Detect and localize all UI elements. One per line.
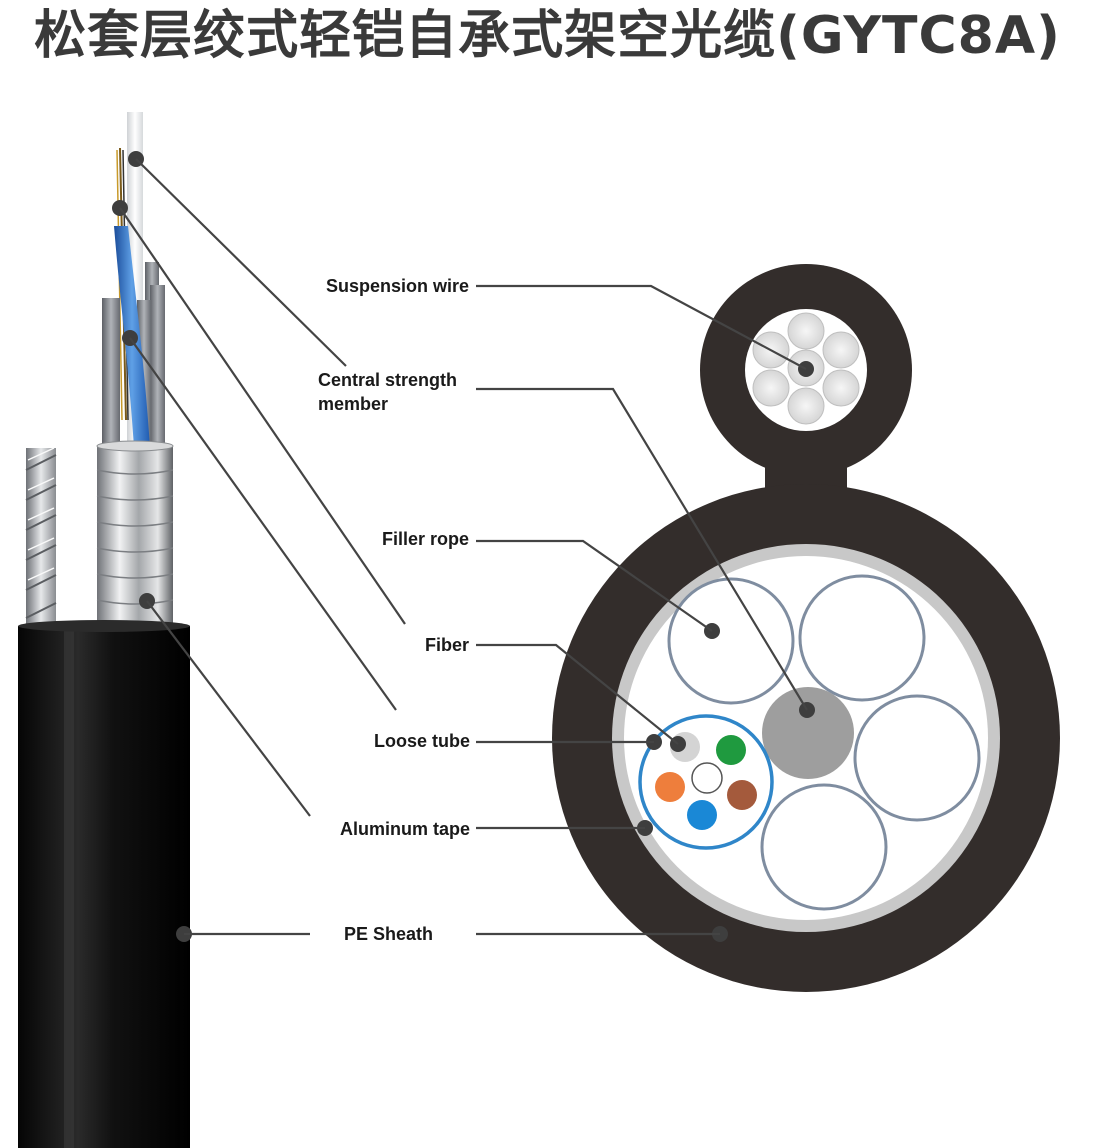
- filler-ropes: [667, 574, 981, 911]
- label-filler-rope: Filler rope: [382, 529, 469, 549]
- central-member: [762, 687, 854, 779]
- page-title: 松套层绞式轻铠自承式架空光缆(GYTC8A): [34, 6, 1061, 66]
- label-central-strength-1: Central strength: [318, 370, 457, 390]
- label-aluminum-tape: Aluminum tape: [340, 819, 470, 839]
- label-pe-sheath: PE Sheath: [344, 924, 433, 944]
- cable-cross-section: [552, 264, 1060, 992]
- leader-lines: [119, 158, 808, 936]
- aluminum-tape-layer: [96, 440, 174, 628]
- pe-sheath-3d: [18, 620, 190, 1148]
- label-suspension-wire: Suspension wire: [326, 276, 469, 296]
- label-fiber: Fiber: [425, 635, 469, 655]
- label-loose-tube: Loose tube: [374, 731, 470, 751]
- messenger-steel-strands: [25, 447, 57, 628]
- cable-3d-illustration: [18, 112, 192, 1148]
- label-central-strength-2: member: [318, 394, 388, 414]
- messenger-strands: [752, 312, 860, 425]
